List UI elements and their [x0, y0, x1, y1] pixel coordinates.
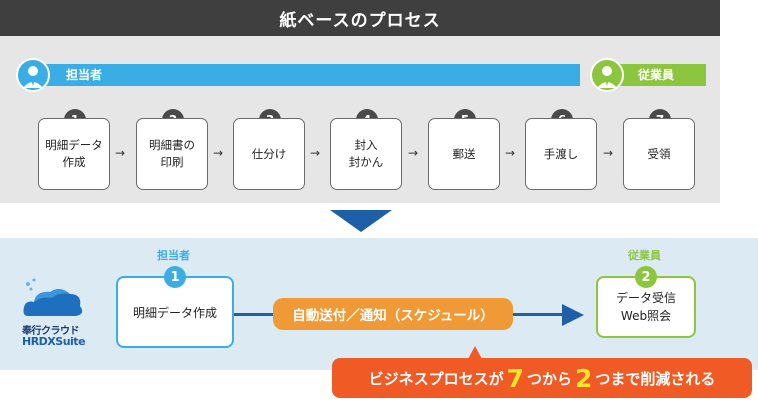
logo-name-line1: 奉行クラウド — [22, 326, 80, 337]
employee-role-label: 従業員 — [638, 68, 675, 82]
banner-number-from: 7 — [506, 363, 524, 393]
step-7-label: 受領 — [647, 146, 671, 161]
paper-process-header: 紙ベースのプロセス — [0, 0, 720, 36]
step-5-label: 郵送 — [452, 146, 476, 161]
banner-text-post: つまで削減される — [595, 369, 716, 388]
step-3-label: 仕分け — [251, 146, 287, 161]
staff-role-bar: 担当者 — [28, 64, 580, 86]
arrow-icon: → — [115, 146, 126, 160]
logo-name-line2: HRDXSuite — [22, 335, 86, 348]
banner-pointer-icon — [468, 346, 482, 359]
flow-arrowhead-icon — [562, 304, 584, 326]
step-1-label: 明細データ 作成 — [45, 138, 103, 169]
reduction-banner: ビジネスプロセスが 7 つから 2 つまで削減される — [332, 358, 752, 398]
banner-text-pre: ビジネスプロセスが — [368, 369, 504, 388]
staff-avatar-icon — [16, 58, 50, 92]
step-6-box: 手渡し — [525, 118, 597, 190]
auto-delivery-pill: 自動送付／通知（スケジュール） — [273, 298, 513, 330]
employee-role-caption: 従業員 — [628, 249, 661, 262]
paper-process-title: 紙ベースのプロセス — [279, 10, 441, 31]
transition-down-arrow-icon — [330, 210, 392, 232]
cloud-logo-icon — [23, 278, 83, 316]
auto-delivery-label: 自動送付／通知（スケジュール） — [292, 308, 494, 324]
create-data-card: 明細データ作成 — [116, 276, 234, 348]
arrow-icon: → — [505, 146, 516, 160]
step-3-box: 仕分け — [233, 118, 305, 190]
receive-data-label: データ受信 Web照会 — [615, 291, 676, 323]
arrow-icon: → — [603, 146, 614, 160]
step-1-badge: 1 — [164, 266, 186, 288]
arrow-icon: → — [310, 146, 321, 160]
step-7-box: 受領 — [623, 118, 695, 190]
step-2-badge: 2 — [635, 266, 657, 288]
step-2-label: 明細書の 印刷 — [149, 138, 195, 169]
banner-number-to: 2 — [575, 363, 593, 393]
arrow-icon: → — [408, 146, 419, 160]
employee-avatar-icon — [590, 58, 624, 92]
step-5-box: 郵送 — [428, 118, 500, 190]
staff-role-label: 担当者 — [66, 68, 103, 82]
banner-text-mid: つから — [526, 369, 572, 388]
step-6-label: 手渡し — [543, 146, 579, 161]
step-4-box: 封入 封かん — [330, 118, 402, 190]
step-4-label: 封入 封かん — [348, 138, 384, 169]
arrow-icon: → — [213, 146, 224, 160]
employee-role-bar: 従業員 — [608, 64, 706, 86]
step-1-box: 明細データ 作成 — [38, 118, 110, 190]
step-2-box: 明細書の 印刷 — [136, 118, 208, 190]
create-data-label: 明細データ作成 — [132, 305, 217, 320]
staff-role-caption: 担当者 — [157, 249, 190, 262]
